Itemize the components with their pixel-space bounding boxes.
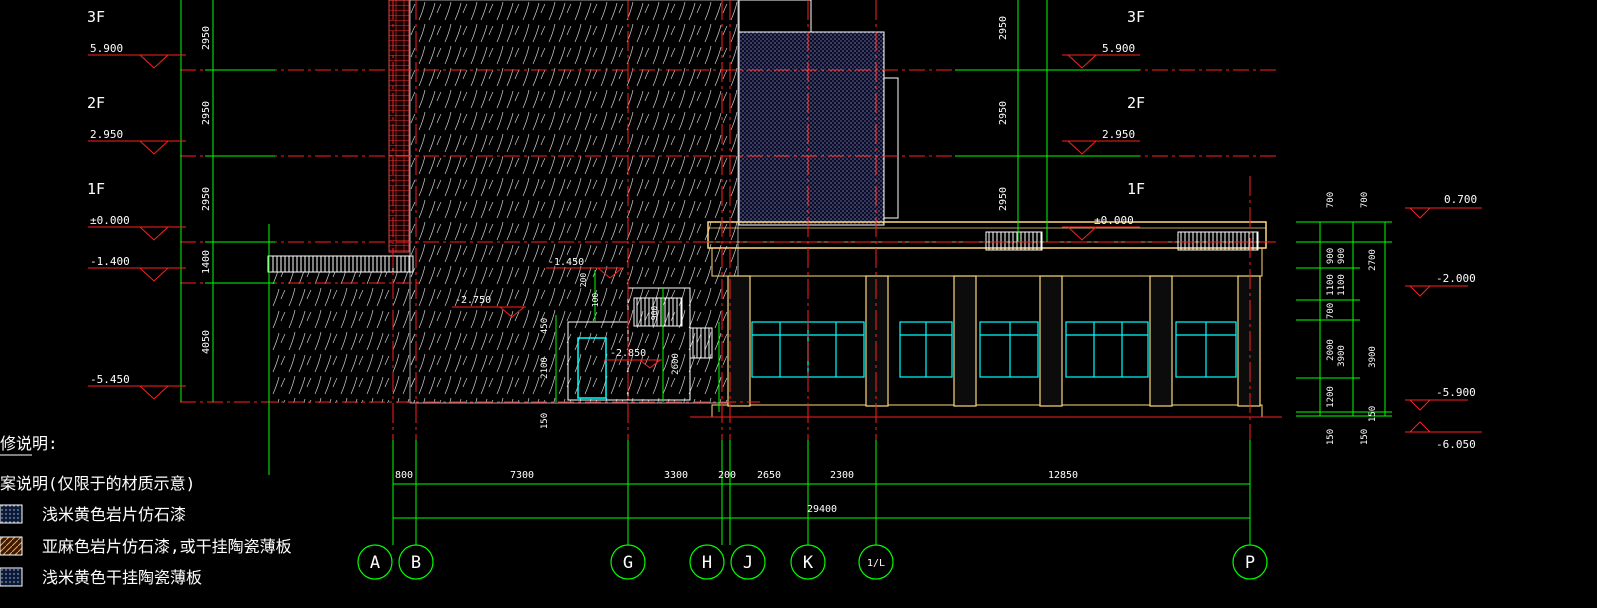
height-dim: 2700: [1368, 249, 1378, 271]
dimension-label: 2650: [757, 470, 781, 481]
grid-axis-label: J: [743, 553, 753, 573]
height-dim: 2950: [201, 101, 212, 125]
dimension-label: 12850: [1048, 470, 1078, 481]
grid-axis-label: P: [1245, 553, 1255, 573]
legend-item: 浅米黄色干挂陶瓷薄板: [42, 568, 202, 587]
height-dim: 150: [540, 413, 550, 429]
grid-axis-label: K: [803, 553, 814, 573]
height-dim: 3900: [1337, 345, 1347, 367]
floor-label: 3F: [1127, 8, 1145, 26]
elevation-label: -1.450: [548, 257, 584, 268]
height-dim: 450: [540, 318, 550, 334]
height-dim: 900: [1337, 248, 1347, 264]
wall-hatch: [270, 0, 739, 404]
elevation-label: 2.950: [1102, 128, 1135, 141]
elevation-label: -2.750: [455, 295, 491, 306]
height-dim: 1100: [1337, 274, 1347, 296]
grid-axis-label: G: [623, 553, 633, 573]
elevation-label: -6.050: [1436, 438, 1476, 451]
brick-pilaster: [388, 0, 410, 253]
dimension-label: 2300: [830, 470, 854, 481]
grid-axis-bubbles: A B G H J K 1/L P: [357, 544, 1268, 580]
height-dim: 2950: [998, 101, 1009, 125]
elevation-label: -2.850: [610, 348, 646, 359]
elevation-label: ±0.000: [90, 214, 130, 227]
height-dim: 2950: [998, 187, 1009, 211]
elevation-label: 5.900: [1102, 42, 1135, 55]
legend-title: 修说明:: [0, 434, 58, 453]
dimension-label: 800: [395, 470, 413, 481]
material-legend: 修说明: 案说明(仅限于的材质示意) 浅米黄色岩片仿石漆 亚麻色岩片仿石漆,或干…: [0, 434, 292, 587]
floor-label: 3F: [87, 8, 105, 26]
height-dim: 3900: [1368, 346, 1378, 368]
height-dim: 1100: [1326, 274, 1336, 296]
height-dim: 150: [1368, 406, 1378, 422]
dimension-label: 200: [718, 470, 736, 481]
floor-label: 1F: [87, 180, 105, 198]
grid-axis-label: H: [702, 553, 712, 573]
floor-label: 2F: [1127, 94, 1145, 112]
grid-axis-label: 1/L: [867, 558, 885, 569]
height-dim: 100: [591, 293, 600, 308]
grid-lines: [180, 0, 1280, 460]
legend-swatch: [0, 567, 23, 587]
height-dim: 2100: [540, 357, 550, 379]
height-dim: 150: [1326, 429, 1336, 445]
right-dimensions: 700 900 1100 700 2000 1200 150 700 900 1…: [1296, 192, 1482, 451]
annex: [567, 287, 713, 401]
height-dim: 4050: [201, 330, 212, 354]
height-dim: 2000: [1326, 339, 1336, 361]
height-dim: 1200: [1326, 386, 1336, 408]
height-dim: 900: [650, 306, 659, 321]
elevation-label: ±0.000: [1094, 214, 1134, 227]
height-dim: 700: [1326, 303, 1336, 319]
elevation-label: -5.900: [1436, 386, 1476, 399]
bottom-dimensions: 800 7300 3300 200 2650 2300 12850 29400: [392, 440, 1251, 545]
height-dim: 700: [1360, 192, 1370, 208]
elevation-label: 2.950: [90, 128, 123, 141]
legend-swatch: [0, 504, 23, 524]
height-dim: 1400: [201, 250, 212, 274]
inner-annotations: -1.450 -2.750 -2.850 200 100 900 450 210…: [452, 257, 720, 429]
height-dim: 2600: [671, 353, 681, 375]
elevation-label: -5.450: [90, 373, 130, 386]
elevation-label: -1.400: [90, 255, 130, 268]
height-dim: 2950: [201, 187, 212, 211]
legend-subtitle: 案说明(仅限于的材质示意): [0, 474, 195, 493]
height-dim: 150: [1360, 429, 1370, 445]
legend-swatch: [0, 536, 23, 556]
pavilion: [690, 221, 1282, 418]
height-dim: 200: [579, 273, 588, 288]
elevation-label: 5.900: [90, 42, 123, 55]
height-dim: 2950: [201, 26, 212, 50]
legend-item: 浅米黄色岩片仿石漆: [42, 505, 186, 524]
total-dimension-label: 29400: [807, 504, 837, 515]
height-dim: 700: [1326, 192, 1336, 208]
grid-axis-label: A: [370, 553, 380, 573]
floor-label: 1F: [1127, 180, 1145, 198]
dimension-label: 7300: [510, 470, 534, 481]
elevation-label: -2.000: [1436, 272, 1476, 285]
grid-axis-label: B: [411, 553, 421, 573]
height-dim: 2950: [998, 16, 1009, 40]
height-dim: 900: [1326, 248, 1336, 264]
elevation-label: 0.700: [1444, 193, 1477, 206]
mid-level-markers: 3F 2F 1F 5.900 2.950 ±0.000 2950 2950 29…: [955, 0, 1145, 242]
left-level-markers: 3F 2F 1F 5.900 2.950 ±0.000 -1.400 -5.45…: [87, 0, 275, 475]
left-terrace-balustrade: [267, 255, 414, 273]
dimension-label: 3300: [664, 470, 688, 481]
floor-label: 2F: [87, 94, 105, 112]
legend-item: 亚麻色岩片仿石漆,或干挂陶瓷薄板: [42, 537, 292, 556]
tower-block: [738, 0, 899, 226]
